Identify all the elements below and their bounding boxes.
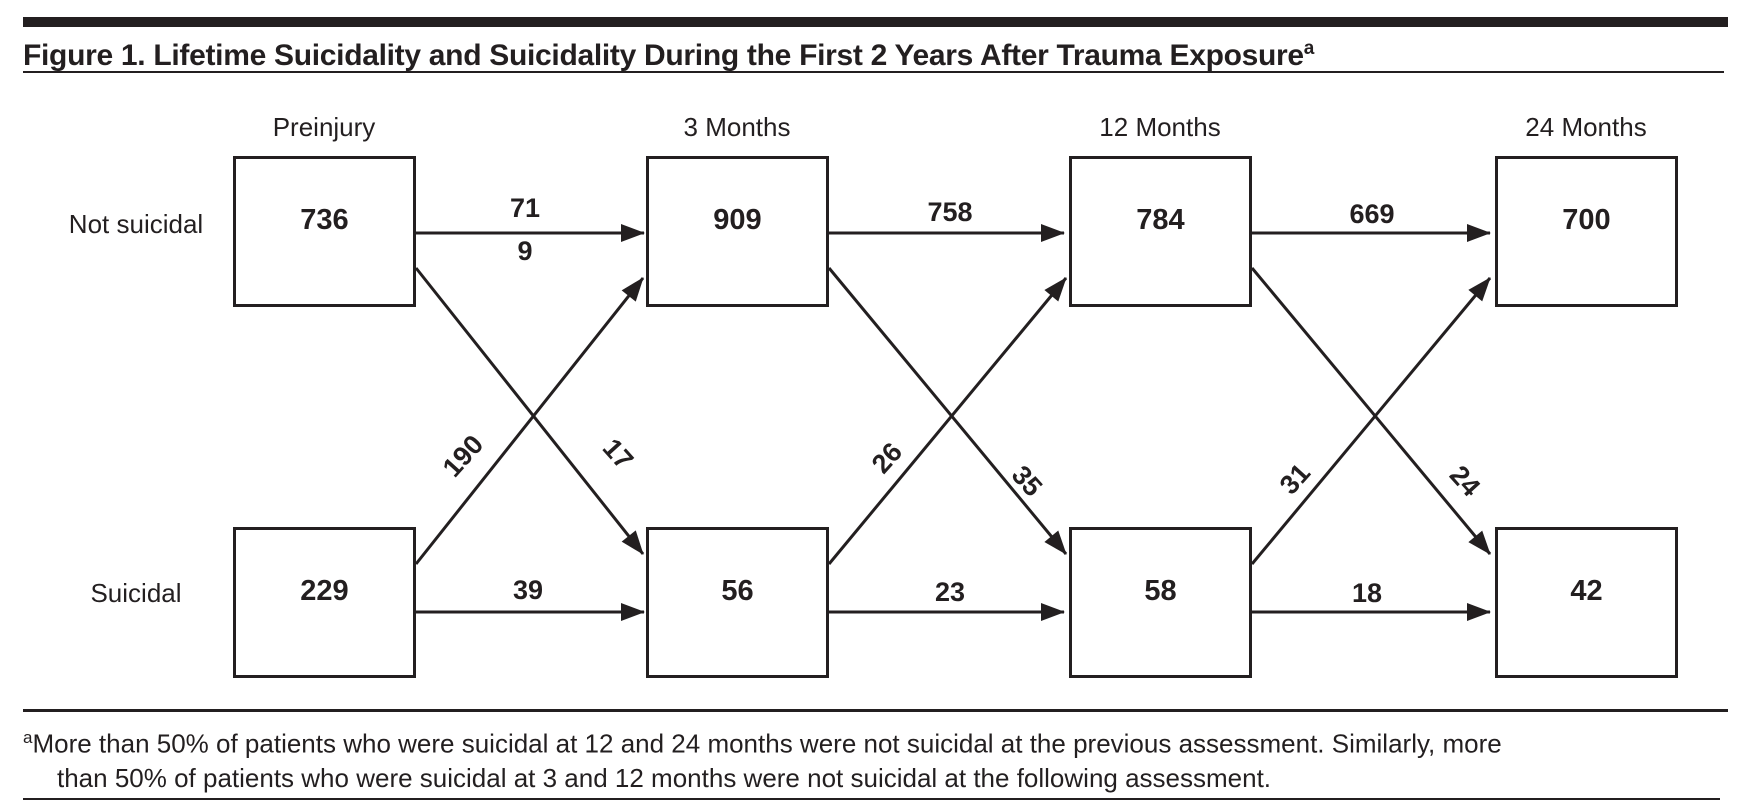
footnote: aMore than 50% of patients who were suic… [23,721,1725,795]
box-value: 58 [1144,575,1177,607]
column-header-3-months: 3 Months [683,112,791,142]
box-suicidal-24-months: 42 [1495,527,1678,678]
top-bar [23,17,1728,27]
box-value: 736 [300,204,349,236]
row-label-not-suicidal: Not suicidal [68,209,204,239]
footnote-line-1-text: More than 50% of patients who were suici… [32,728,1502,759]
box-suicidal-12-months: 58 [1069,527,1252,678]
footnote-top-rule [23,709,1728,712]
box-value: 56 [721,575,754,607]
arrow-label-stay-top-2: 758 [927,197,973,227]
footnote-line-2: than 50% of patients who were suicidal a… [57,762,1272,793]
arrow-became-suicidal-2 [827,267,1068,555]
box-not-suicidal-24-months: 700 [1495,156,1678,307]
arrow-label-down-diagonal-2: 35 [1005,459,1049,503]
arrow-label-down-diagonal-3: 24 [1443,459,1487,503]
box-value: 42 [1570,575,1603,607]
arrow-became-suicidal-1 [414,267,645,555]
bottom-rule [23,798,1720,800]
figure-title-text: Figure 1. Lifetime Suicidality and Suici… [23,39,1304,72]
arrow-label-stay-bottom-3: 18 [1351,578,1383,608]
title-underline [23,71,1724,73]
arrow-label-stay-top-1-line1: 71 [509,193,541,223]
arrow-became-not-suicidal-3 [1250,277,1492,565]
arrow-label-up-diagonal-2: 26 [865,436,909,480]
arrow-label-down-diagonal-1: 17 [596,432,640,476]
box-not-suicidal-3-months: 909 [646,156,829,307]
arrow-label-stay-top-3: 669 [1349,199,1395,229]
arrow-became-not-suicidal-1 [414,277,645,565]
column-header-preinjury: Preinjury [272,112,376,142]
arrow-became-not-suicidal-2 [827,277,1068,565]
arrow-became-suicidal-3 [1250,267,1492,555]
box-value: 784 [1136,204,1185,236]
footnote-marker: a [23,728,33,747]
arrow-label-stay-bottom-1: 39 [512,575,544,605]
arrow-label-stay-bottom-2: 23 [934,577,966,607]
column-header-12-months: 12 Months [1099,112,1221,142]
column-header-24-months: 24 Months [1525,112,1647,142]
box-suicidal-preinjury: 229 [233,527,416,678]
arrow-label-stay-top-1-line2: 9 [517,236,533,266]
footnote-line-1: aMore than 50% of patients who were suic… [23,721,1725,761]
box-value: 700 [1562,204,1611,236]
arrow-label-up-diagonal-3: 31 [1273,457,1317,501]
box-not-suicidal-preinjury: 736 [233,156,416,307]
arrow-label-up-diagonal-1: 190 [436,429,490,483]
box-not-suicidal-12-months: 784 [1069,156,1252,307]
box-value: 909 [713,204,762,236]
figure-title: Figure 1. Lifetime Suicidality and Suici… [23,33,1314,72]
row-label-suicidal: Suicidal [90,578,182,608]
title-superscript: a [1303,38,1315,59]
box-suicidal-3-months: 56 [646,527,829,678]
box-value: 229 [300,575,349,607]
